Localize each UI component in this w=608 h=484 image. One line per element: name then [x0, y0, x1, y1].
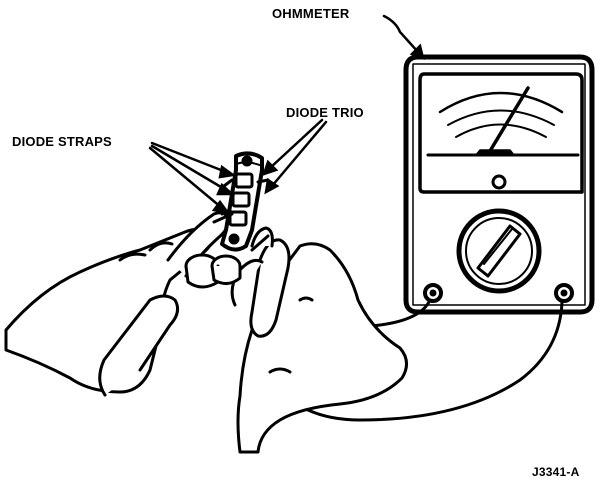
diode-strap: [234, 172, 254, 189]
figure-code: J3341-A: [532, 465, 580, 479]
hands: [4, 211, 408, 454]
ohmmeter: [403, 54, 595, 315]
terminal-right: [554, 283, 574, 303]
ohmmeter-label: OHMMETER: [272, 6, 350, 21]
meter-face: [418, 72, 584, 194]
diode-straps-label: DIODE STRAPS: [12, 134, 112, 149]
diode-trio: [184, 151, 270, 289]
selector-knob: [456, 208, 542, 294]
terminal-left: [423, 283, 443, 303]
diode-strap: [231, 191, 251, 208]
diode-trio-label: DIODE TRIO: [286, 105, 364, 120]
leader-lines: [148, 14, 425, 215]
diode-strap: [228, 210, 248, 227]
